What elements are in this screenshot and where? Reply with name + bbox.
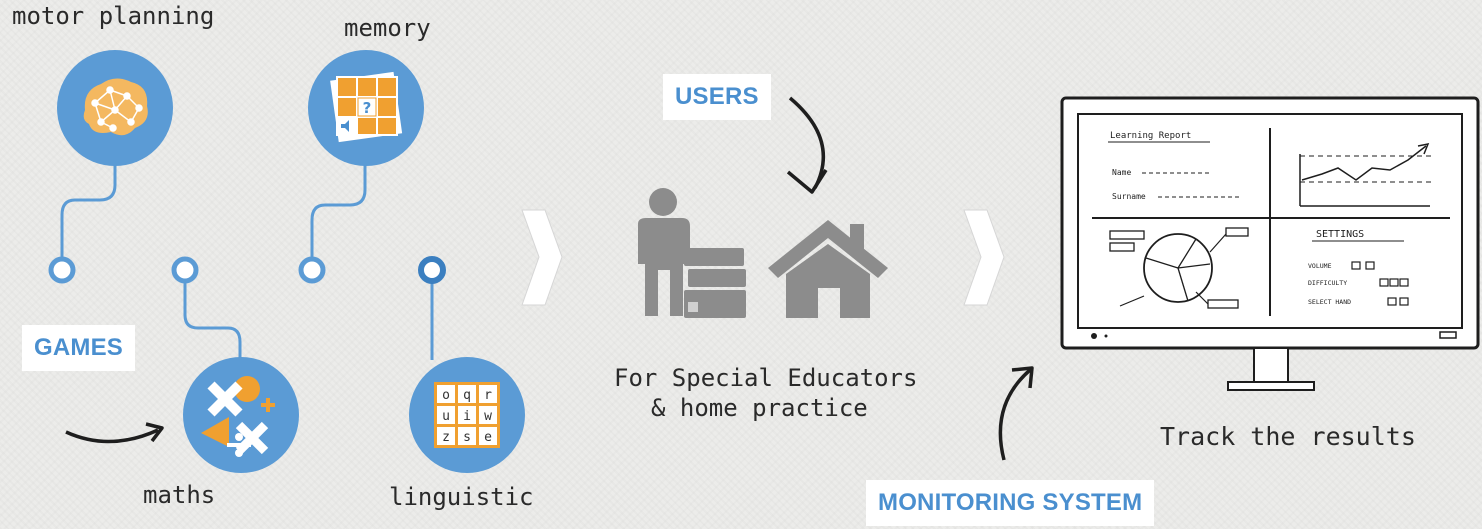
- report-title: Learning Report: [1110, 131, 1191, 141]
- letter-tile-text: o: [442, 388, 450, 403]
- name-label: Name: [1112, 168, 1131, 177]
- letter-tile-text: z: [442, 430, 450, 445]
- monitoring-tag: MONITORING SYSTEM: [866, 480, 1155, 526]
- maths-label: maths: [143, 481, 216, 509]
- monitoring-caption: Track the results: [1160, 422, 1416, 451]
- educator-home-icon: [638, 188, 888, 318]
- math-symbols-icon[interactable]: [181, 355, 301, 475]
- memory-grid-icon[interactable]: ?: [306, 48, 426, 168]
- memory-question-mark: ?: [363, 99, 372, 117]
- hand-label: SELECT HAND: [1308, 298, 1351, 306]
- volume-label: VOLUME: [1308, 262, 1332, 270]
- person-icon: [638, 188, 690, 316]
- letter-tile-text: u: [442, 409, 450, 424]
- letter-tile-text: i: [463, 409, 471, 424]
- letter-tile-text: q: [463, 388, 471, 403]
- letter-tile-text: w: [484, 409, 492, 424]
- letter-tile-text: e: [484, 430, 492, 445]
- users-tag: USERS: [663, 74, 771, 120]
- letter-tile: [437, 385, 455, 403]
- letter-tile: [458, 406, 476, 424]
- letter-tile: [437, 406, 455, 424]
- users-caption-line2: & home practice: [651, 394, 868, 422]
- letter-tile: [479, 385, 497, 403]
- memory-label: memory: [344, 14, 431, 42]
- letter-tile-text: r: [484, 388, 492, 403]
- letter-tile: [437, 427, 455, 445]
- monitor-icon: Learning Report Name Surname SETTINGS VO…: [1060, 96, 1480, 391]
- letter-tile: [458, 427, 476, 445]
- surname-label: Surname: [1112, 192, 1146, 201]
- books-icon: [684, 248, 746, 318]
- letter-tile: [479, 406, 497, 424]
- letter-tile: [479, 427, 497, 445]
- letter-tile: [458, 385, 476, 403]
- settings-title: SETTINGS: [1316, 229, 1364, 240]
- users-caption-line1: For Special Educators: [614, 364, 918, 392]
- motor-planning-label: motor planning: [12, 2, 215, 30]
- linguistic-label: linguistic: [389, 483, 534, 511]
- house-icon: [768, 220, 888, 318]
- letter-tile-text: s: [463, 430, 471, 445]
- games-tag: GAMES: [22, 325, 136, 371]
- difficulty-label: DIFFICULTY: [1308, 279, 1347, 287]
- brain-network-icon[interactable]: [55, 48, 175, 168]
